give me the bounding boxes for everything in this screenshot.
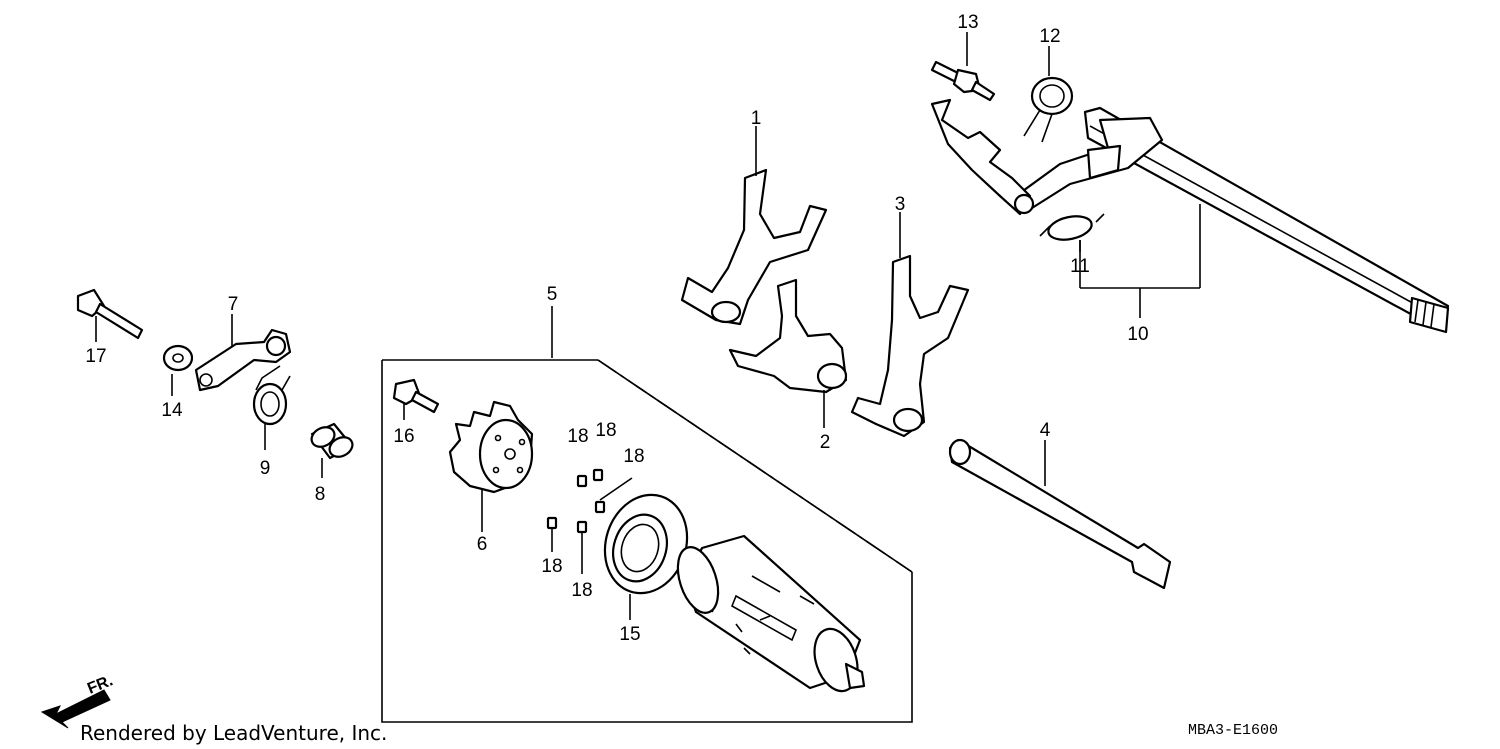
callout-18-b: 18 — [595, 420, 616, 441]
callout-1: 1 — [751, 108, 762, 129]
callout-18-e: 18 — [571, 580, 592, 601]
callout-14: 14 — [161, 400, 183, 421]
callout-8: 8 — [315, 484, 326, 505]
shift-fork-shaft — [948, 438, 1172, 590]
callout-18-a: 18 — [567, 426, 588, 447]
callout-17: 17 — [85, 346, 106, 367]
callout-5: 5 — [547, 284, 558, 305]
bolt-16 — [392, 378, 440, 414]
dowel-pins-18 — [546, 468, 606, 534]
credit-text: Rendered by LeadVenture, Inc. — [80, 721, 387, 745]
callout-18-c: 18 — [623, 446, 644, 467]
shift-drum-center — [448, 400, 534, 494]
callout-3: 3 — [895, 194, 906, 215]
callout-labels: 1 2 3 4 5 6 7 8 9 10 11 12 13 14 15 16 1… — [85, 12, 1148, 645]
spring-11 — [1039, 213, 1105, 241]
callout-12: 12 — [1039, 26, 1060, 47]
drum-assembly-box — [381, 359, 913, 723]
callout-13: 13 — [957, 12, 978, 33]
callout-9: 9 — [260, 458, 271, 479]
callout-6: 6 — [477, 534, 488, 555]
callout-16: 16 — [393, 426, 414, 447]
shift-fork-2 — [728, 278, 848, 394]
washer-14 — [162, 344, 194, 372]
callout-10: 10 — [1127, 324, 1148, 345]
gearshift-spindle — [930, 98, 1450, 334]
front-arrow-icon: FR. — [40, 672, 115, 729]
stopper-arm — [194, 328, 292, 392]
callout-4: 4 — [1040, 420, 1051, 441]
leader-lines — [95, 32, 1201, 620]
callout-7: 7 — [228, 294, 239, 315]
callout-11: 11 — [1070, 256, 1090, 277]
diagram-code: MBA3-E1600 — [1188, 722, 1278, 739]
shift-drum — [676, 534, 866, 693]
callout-2: 2 — [820, 432, 831, 453]
bolt-17 — [76, 288, 144, 340]
shift-fork-1 — [680, 168, 828, 326]
collar-8 — [310, 422, 354, 460]
drum-bearing — [603, 493, 689, 595]
stopper-arm-spring — [1023, 76, 1074, 143]
bolt-13 — [930, 60, 996, 102]
callout-18-d: 18 — [541, 556, 562, 577]
stopper-spring — [252, 365, 291, 426]
shift-fork-3 — [850, 254, 970, 438]
callout-15: 15 — [619, 624, 640, 645]
front-label: FR. — [85, 672, 115, 697]
